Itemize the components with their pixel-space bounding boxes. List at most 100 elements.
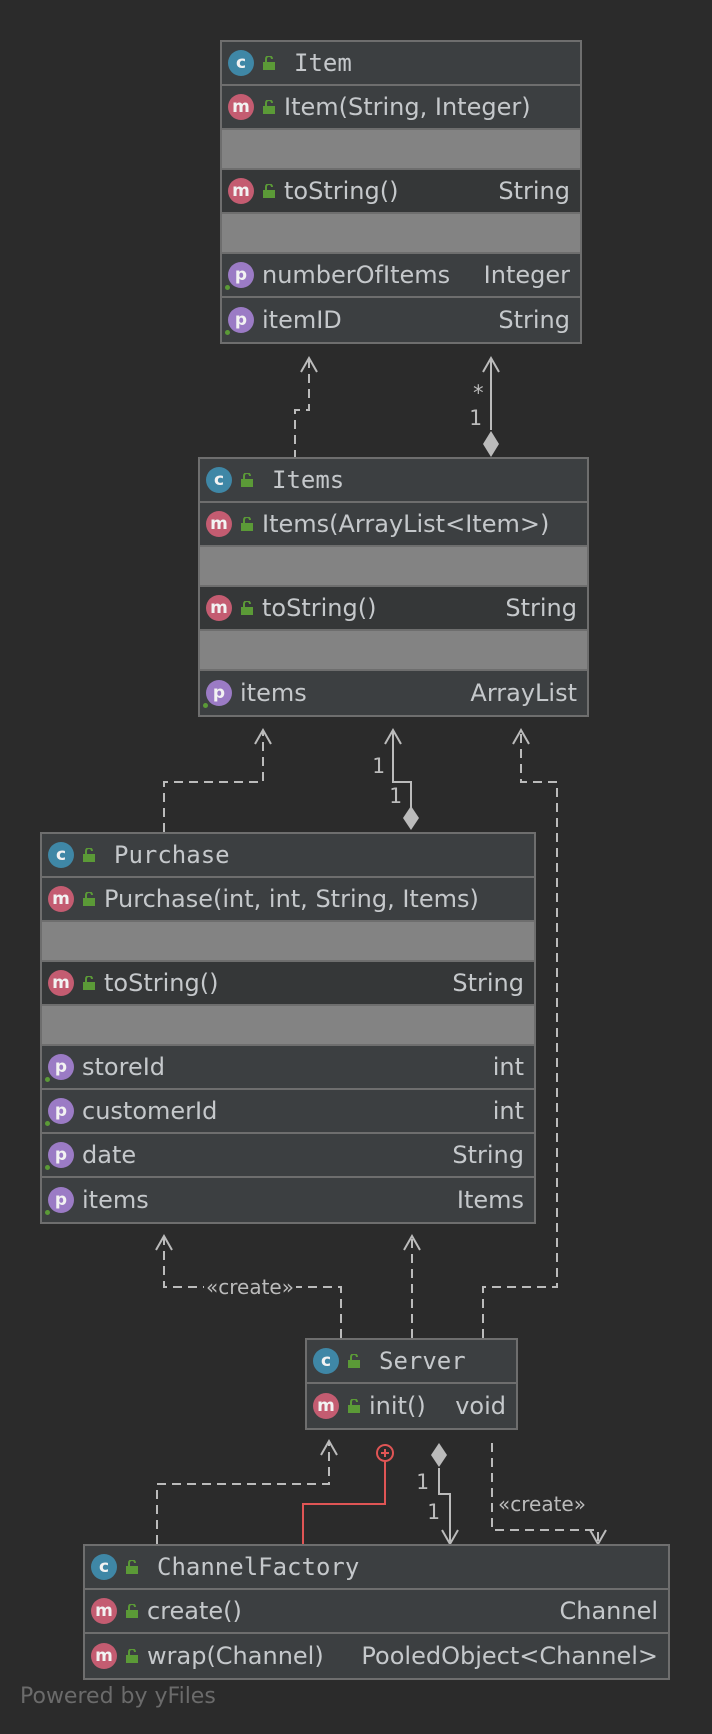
public-lock-icon	[83, 848, 95, 862]
method-icon: m	[48, 886, 74, 912]
constructor-name: Item(String, Integer)	[284, 93, 531, 121]
property-type: int	[492, 1053, 524, 1081]
method-name: toString()	[284, 177, 399, 205]
empty-section	[42, 922, 534, 962]
property-row[interactable]: p storeId int	[42, 1046, 534, 1090]
method-row[interactable]: m toString() String	[200, 587, 587, 631]
method-type: String	[505, 594, 577, 622]
property-icon: p	[45, 1098, 74, 1126]
arrow-head-item-comp	[482, 355, 500, 373]
multiplicity-label: 1	[469, 406, 482, 430]
multiplicity-label: 1	[416, 1470, 429, 1494]
property-name: items	[240, 679, 307, 707]
method-row[interactable]: m wrap(Channel) PooledObject<Channel>	[85, 1634, 668, 1678]
property-name: items	[82, 1186, 149, 1214]
empty-section	[42, 1006, 534, 1046]
edge-server-cf-create	[491, 1443, 599, 1544]
property-type: String	[452, 1141, 524, 1169]
empty-section	[222, 130, 580, 170]
class-name: Items	[272, 466, 345, 494]
property-row[interactable]: p numberOfItems Integer	[222, 254, 580, 298]
composition-diamond-server	[431, 1443, 447, 1467]
public-lock-icon	[83, 892, 95, 906]
create-stereotype-label: «create»	[204, 1275, 296, 1299]
public-lock-icon	[241, 517, 253, 531]
method-type: void	[455, 1392, 506, 1420]
property-type: Items	[456, 1186, 524, 1214]
multiplicity-label: *	[472, 381, 485, 405]
edge-items-item	[294, 360, 310, 459]
composition-diamond-items	[483, 431, 499, 457]
empty-section	[200, 631, 587, 671]
property-icon: p	[225, 307, 254, 335]
method-name: wrap(Channel)	[147, 1642, 324, 1670]
public-lock-icon	[348, 1354, 360, 1368]
arrow-head-items-server	[512, 727, 530, 745]
method-row[interactable]: m toString() String	[42, 962, 534, 1006]
method-row[interactable]: m create() Channel	[85, 1590, 668, 1634]
powered-by-footer: Powered by yFiles	[20, 1684, 216, 1709]
public-lock-icon	[263, 184, 275, 198]
property-type: String	[498, 306, 570, 334]
arrow-head-items-dep	[254, 727, 272, 745]
property-row[interactable]: p items ArrayList	[200, 671, 587, 715]
method-icon: m	[228, 94, 254, 120]
method-row[interactable]: m toString() String	[222, 170, 580, 214]
class-channel-factory[interactable]: c ChannelFactory m create() Channel m wr…	[83, 1544, 670, 1680]
arrow-head-purchase-dep	[403, 1233, 421, 1251]
class-purchase[interactable]: c Purchase m Purchase(int, int, String, …	[40, 832, 536, 1224]
class-icon: c	[228, 50, 254, 76]
class-name: ChannelFactory	[157, 1553, 360, 1581]
constructor-name: Purchase(int, int, String, Items)	[104, 885, 479, 913]
method-type: Channel	[559, 1597, 658, 1625]
method-icon: m	[228, 178, 254, 204]
property-row[interactable]: p items Items	[42, 1178, 534, 1222]
class-header: c Server	[307, 1340, 516, 1384]
public-lock-icon	[263, 100, 275, 114]
property-row[interactable]: p itemID String	[222, 298, 580, 342]
property-name: storeId	[82, 1053, 166, 1081]
class-header: c ChannelFactory	[85, 1546, 668, 1590]
class-name: Server	[379, 1347, 466, 1375]
method-name: toString()	[104, 969, 219, 997]
class-item[interactable]: c Item m Item(String, Integer) m toStrin…	[220, 40, 582, 344]
property-row[interactable]: p customerId int	[42, 1090, 534, 1134]
class-header: c Purchase	[42, 834, 534, 878]
edge-purchase-items	[163, 732, 264, 832]
multiplicity-label: 1	[372, 754, 385, 778]
method-icon: m	[206, 595, 232, 621]
public-lock-icon	[263, 56, 275, 70]
edge-server-items	[482, 732, 558, 1338]
property-name: date	[82, 1141, 137, 1169]
property-type: int	[492, 1097, 524, 1125]
property-row[interactable]: p date String	[42, 1134, 534, 1178]
class-icon: c	[313, 1348, 339, 1374]
arrow-head-items-comp	[384, 727, 402, 745]
method-icon: m	[48, 970, 74, 996]
public-lock-icon	[126, 1649, 138, 1663]
property-type: ArrayList	[470, 679, 577, 707]
constructor-row[interactable]: m Item(String, Integer)	[222, 86, 580, 130]
constructor-name: Items(ArrayList<Item>)	[262, 510, 550, 538]
constructor-row[interactable]: m Items(ArrayList<Item>)	[200, 503, 587, 547]
method-row[interactable]: m init() void	[307, 1384, 516, 1428]
class-name: Purchase	[114, 841, 230, 869]
class-icon: c	[48, 842, 74, 868]
public-lock-icon	[126, 1560, 138, 1574]
method-icon: m	[91, 1643, 117, 1669]
edge-cf-server	[156, 1443, 330, 1544]
edge-items-purchase-composition	[392, 732, 412, 808]
arrow-head-purchase-create	[155, 1233, 173, 1251]
method-icon: m	[206, 511, 232, 537]
class-server[interactable]: c Server m init() void	[305, 1338, 518, 1430]
class-name: Item	[294, 49, 352, 77]
class-items[interactable]: c Items m Items(ArrayList<Item>) m toStr…	[198, 457, 589, 717]
public-lock-icon	[126, 1604, 138, 1618]
method-name: init()	[369, 1392, 426, 1420]
public-lock-icon	[83, 976, 95, 990]
arrow-head-server-dep	[320, 1438, 338, 1456]
method-name: toString()	[262, 594, 377, 622]
arrow-head-item	[300, 355, 318, 373]
constructor-row[interactable]: m Purchase(int, int, String, Items)	[42, 878, 534, 922]
property-icon: p	[45, 1187, 74, 1215]
